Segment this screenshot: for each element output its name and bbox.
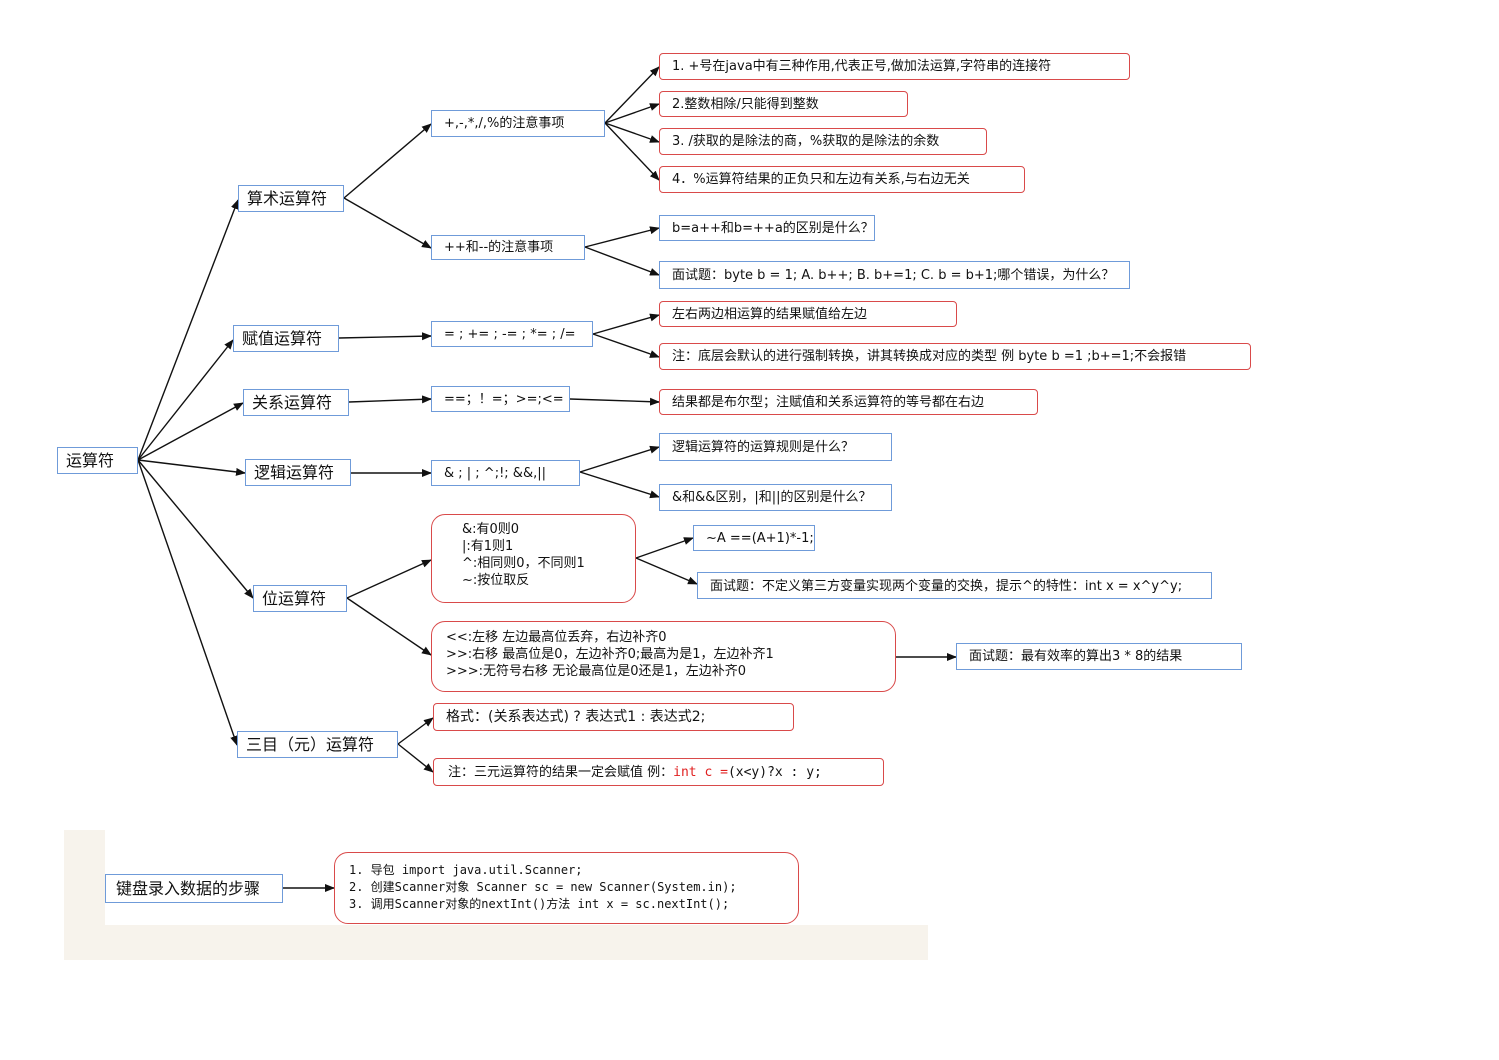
keyboard-section-background-bottom [64,925,928,960]
assign-note-1: 左右两边相运算的结果赋值给左边 [659,301,957,327]
ternary-note-code-red: int c = [673,765,728,780]
edge-arith-ops [343,123,432,199]
edge-logic-q2 [579,471,660,499]
edge-ops-note3 [604,122,660,143]
category-bitwise: 位运算符 [253,585,347,612]
ternary-format: 格式：(关系表达式) ? 表达式1 : 表达式2; [433,703,794,731]
arith-inc-notes: ++和--的注意事项 [431,235,585,260]
edge-assign-note2 [592,333,660,358]
edge-root-bitwise [137,459,254,599]
arith-note-3: 3. /获取的是除法的商，%获取的是除法的余数 [659,128,987,155]
edge-rules-not [635,537,694,559]
logical-question-1: 逻辑运算符的运算规则是什么？ [659,433,892,461]
category-arithmetic: 算术运算符 [238,185,344,212]
category-assign: 赋值运算符 [233,325,339,352]
edge-rules-swap [635,557,698,585]
arith-ops-notes: +,-,*,/,%的注意事项 [431,110,605,137]
keyboard-title: 键盘录入数据的步骤 [105,874,283,903]
edge-ops-note4 [604,122,660,181]
relational-ops: ==；！=；>=;<= [431,386,570,412]
assign-ops: = ; += ; -= ; *= ; /= [431,321,593,347]
edge-root-arithmetic [137,199,239,461]
assign-note-2: 注：底层会默认的进行强制转换，讲其转换成对应的类型 例 byte b =1 ;b… [659,343,1251,370]
inc-question-2: 面试题：byte b = 1; A. b++; B. b+=1; C. b = … [659,261,1130,289]
category-ternary: 三目（元）运算符 [237,731,398,758]
arith-note-1: 1. +号在java中有三种作用,代表正号,做加法运算,字符串的连接符 [659,53,1130,80]
logical-question-2: &和&&区别，|和||的区别是什么？ [659,484,892,511]
edge-bit-shift [346,597,432,656]
edge-inc-q1 [584,226,660,248]
edge-tern-format [397,717,434,745]
inc-question-1: b=a++和b=++a的区别是什么？ [659,215,875,241]
edge-inc-q2 [584,246,660,276]
edge-bit-rules [346,559,432,599]
bitwise-not-formula: ~A ==(A+1)*-1; [693,525,815,551]
edge-arith-inc [343,197,432,249]
edge-assign-note1 [592,313,660,335]
edge-ops-note2 [604,103,660,124]
category-logical: 逻辑运算符 [245,459,351,486]
bitwise-shift-question: 面试题：最有效率的算出3 * 8的结果 [956,643,1242,670]
edge-root-assign [137,339,234,461]
edge-root-relational [137,402,244,461]
ternary-note-code: (x<y)?x : y; [727,765,822,780]
logical-ops: & ; | ; ^;!; &&,|| [431,460,580,486]
ternary-note: 注：三元运算符的结果一定会赋值 例：int c =(x<y)?x : y; [433,758,884,786]
bitwise-swap-question: 面试题：不定义第三方变量实现两个变量的交换，提示^的特性：int x = x^y… [697,572,1212,599]
edge-root-logical [137,459,246,476]
edge-rel-note1 [569,397,660,406]
edge-root-ternary [137,459,238,746]
edge-assign-ops [338,332,432,341]
edge-logic-q1 [579,445,660,473]
keyboard-steps: 1. 导包 import java.util.Scanner; 2. 创建Sca… [334,852,799,924]
bitwise-rules: &:有0则0 |:有1则1 ^:相同则0，不同则1 ~:按位取反 [431,514,636,603]
arith-note-2: 2.整数相除/只能得到整数 [659,91,908,117]
root-node: 运算符 [57,447,138,474]
edge-rel-ops [348,395,432,404]
category-relational: 关系运算符 [243,389,349,416]
arith-note-4: 4．%运算符结果的正负只和左边有关系,与右边无关 [659,166,1025,193]
edge-tern-note [397,743,434,773]
bitwise-shift-rules: <<:左移 左边最高位丢弃，右边补齐0 >>:右移 最高位是0，左边补齐0;最高… [431,621,896,692]
relational-note-1: 结果都是布尔型；注赋值和关系运算符的等号都在右边 [659,389,1038,415]
edge-ops-note1 [604,66,660,124]
ternary-note-prefix: 注：三元运算符的结果一定会赋值 例： [448,765,674,780]
